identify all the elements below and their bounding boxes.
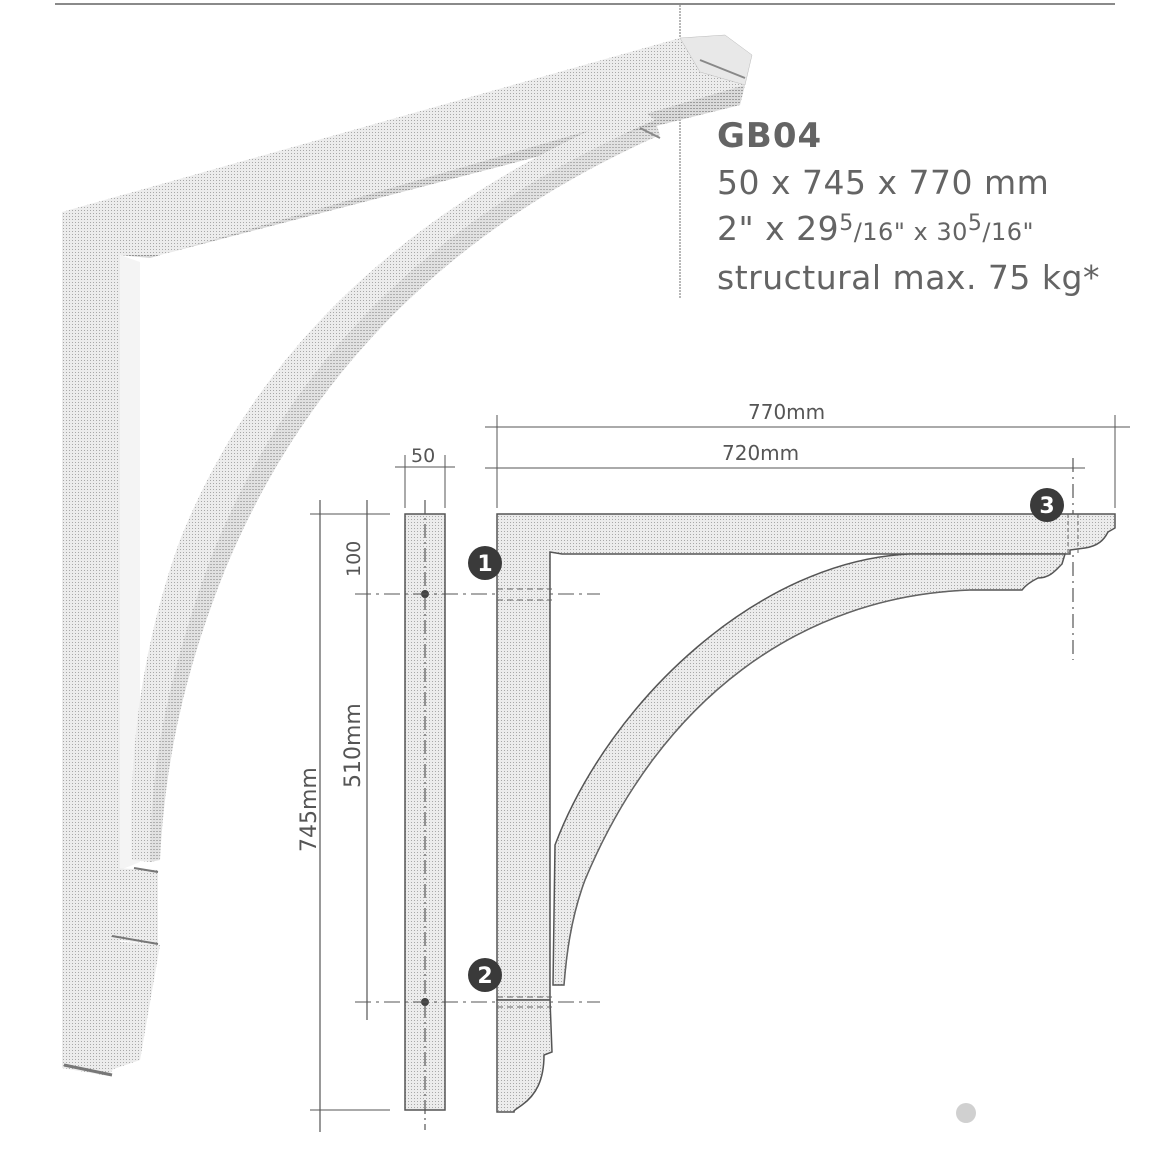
dim-overall-width: 770mm [748, 400, 825, 424]
marker-3: 3 [1030, 488, 1064, 522]
horizontal-dimensions: 770mm 720mm [485, 400, 1130, 660]
metric-dimensions: 50 x 745 x 770 mm [717, 163, 1050, 202]
dim-hole-spacing: 510mm [341, 703, 366, 788]
svg-text:3: 3 [1039, 494, 1054, 519]
smudge-mark [956, 1103, 976, 1123]
vertical-dimensions: 100 510mm 745mm [297, 500, 600, 1132]
front-elevation [496, 513, 1116, 1113]
imperial-dimensions: 2" x 295/16" x 305/16" [717, 209, 1035, 248]
structural-load: structural max. 75 kg* [717, 258, 1100, 297]
side-view: 50 [395, 445, 455, 1130]
marker-2: 2 [468, 958, 502, 992]
svg-text:1: 1 [477, 552, 492, 577]
dim-top-offset: 100 [343, 541, 365, 577]
bracket-photo [62, 34, 753, 1077]
product-code: GB04 [717, 116, 823, 156]
svg-text:2: 2 [477, 964, 492, 989]
dim-hole-span: 720mm [722, 441, 799, 465]
product-spec: GB04 50 x 745 x 770 mm 2" x 295/16" x 30… [717, 112, 1100, 301]
dim-overall-height: 745mm [297, 767, 322, 852]
marker-1: 1 [468, 546, 502, 580]
dim-thickness: 50 [411, 445, 435, 467]
